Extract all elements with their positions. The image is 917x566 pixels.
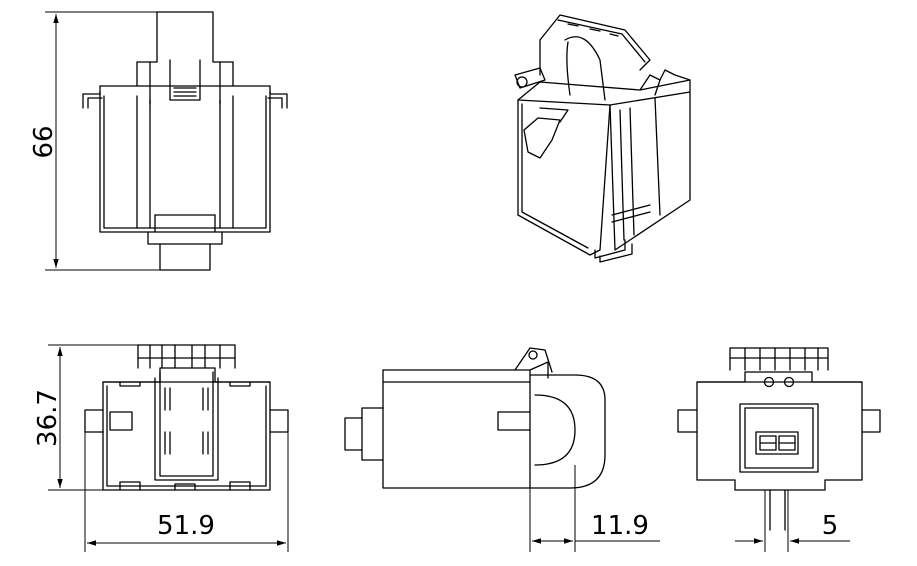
isometric-view <box>514 14 691 263</box>
front-view <box>82 11 288 271</box>
dim-side-offset: 11.9 <box>529 465 660 552</box>
dim-width-bottom-label: 51.9 <box>157 511 215 541</box>
dim-terminal-width: 5 <box>735 490 850 552</box>
dim-height-bottom-label: 36.7 <box>33 389 63 447</box>
dim-height-front: 66 <box>29 11 160 271</box>
rear-view <box>677 347 881 531</box>
bottom-view <box>84 344 289 491</box>
dim-width-bottom: 51.9 <box>84 432 289 552</box>
dim-side-offset-label: 11.9 <box>591 511 649 541</box>
dim-height-bottom: 36.7 <box>33 344 138 491</box>
dim-height-front-label: 66 <box>29 125 59 158</box>
dim-terminal-width-label: 5 <box>822 511 839 541</box>
side-view <box>344 347 606 489</box>
